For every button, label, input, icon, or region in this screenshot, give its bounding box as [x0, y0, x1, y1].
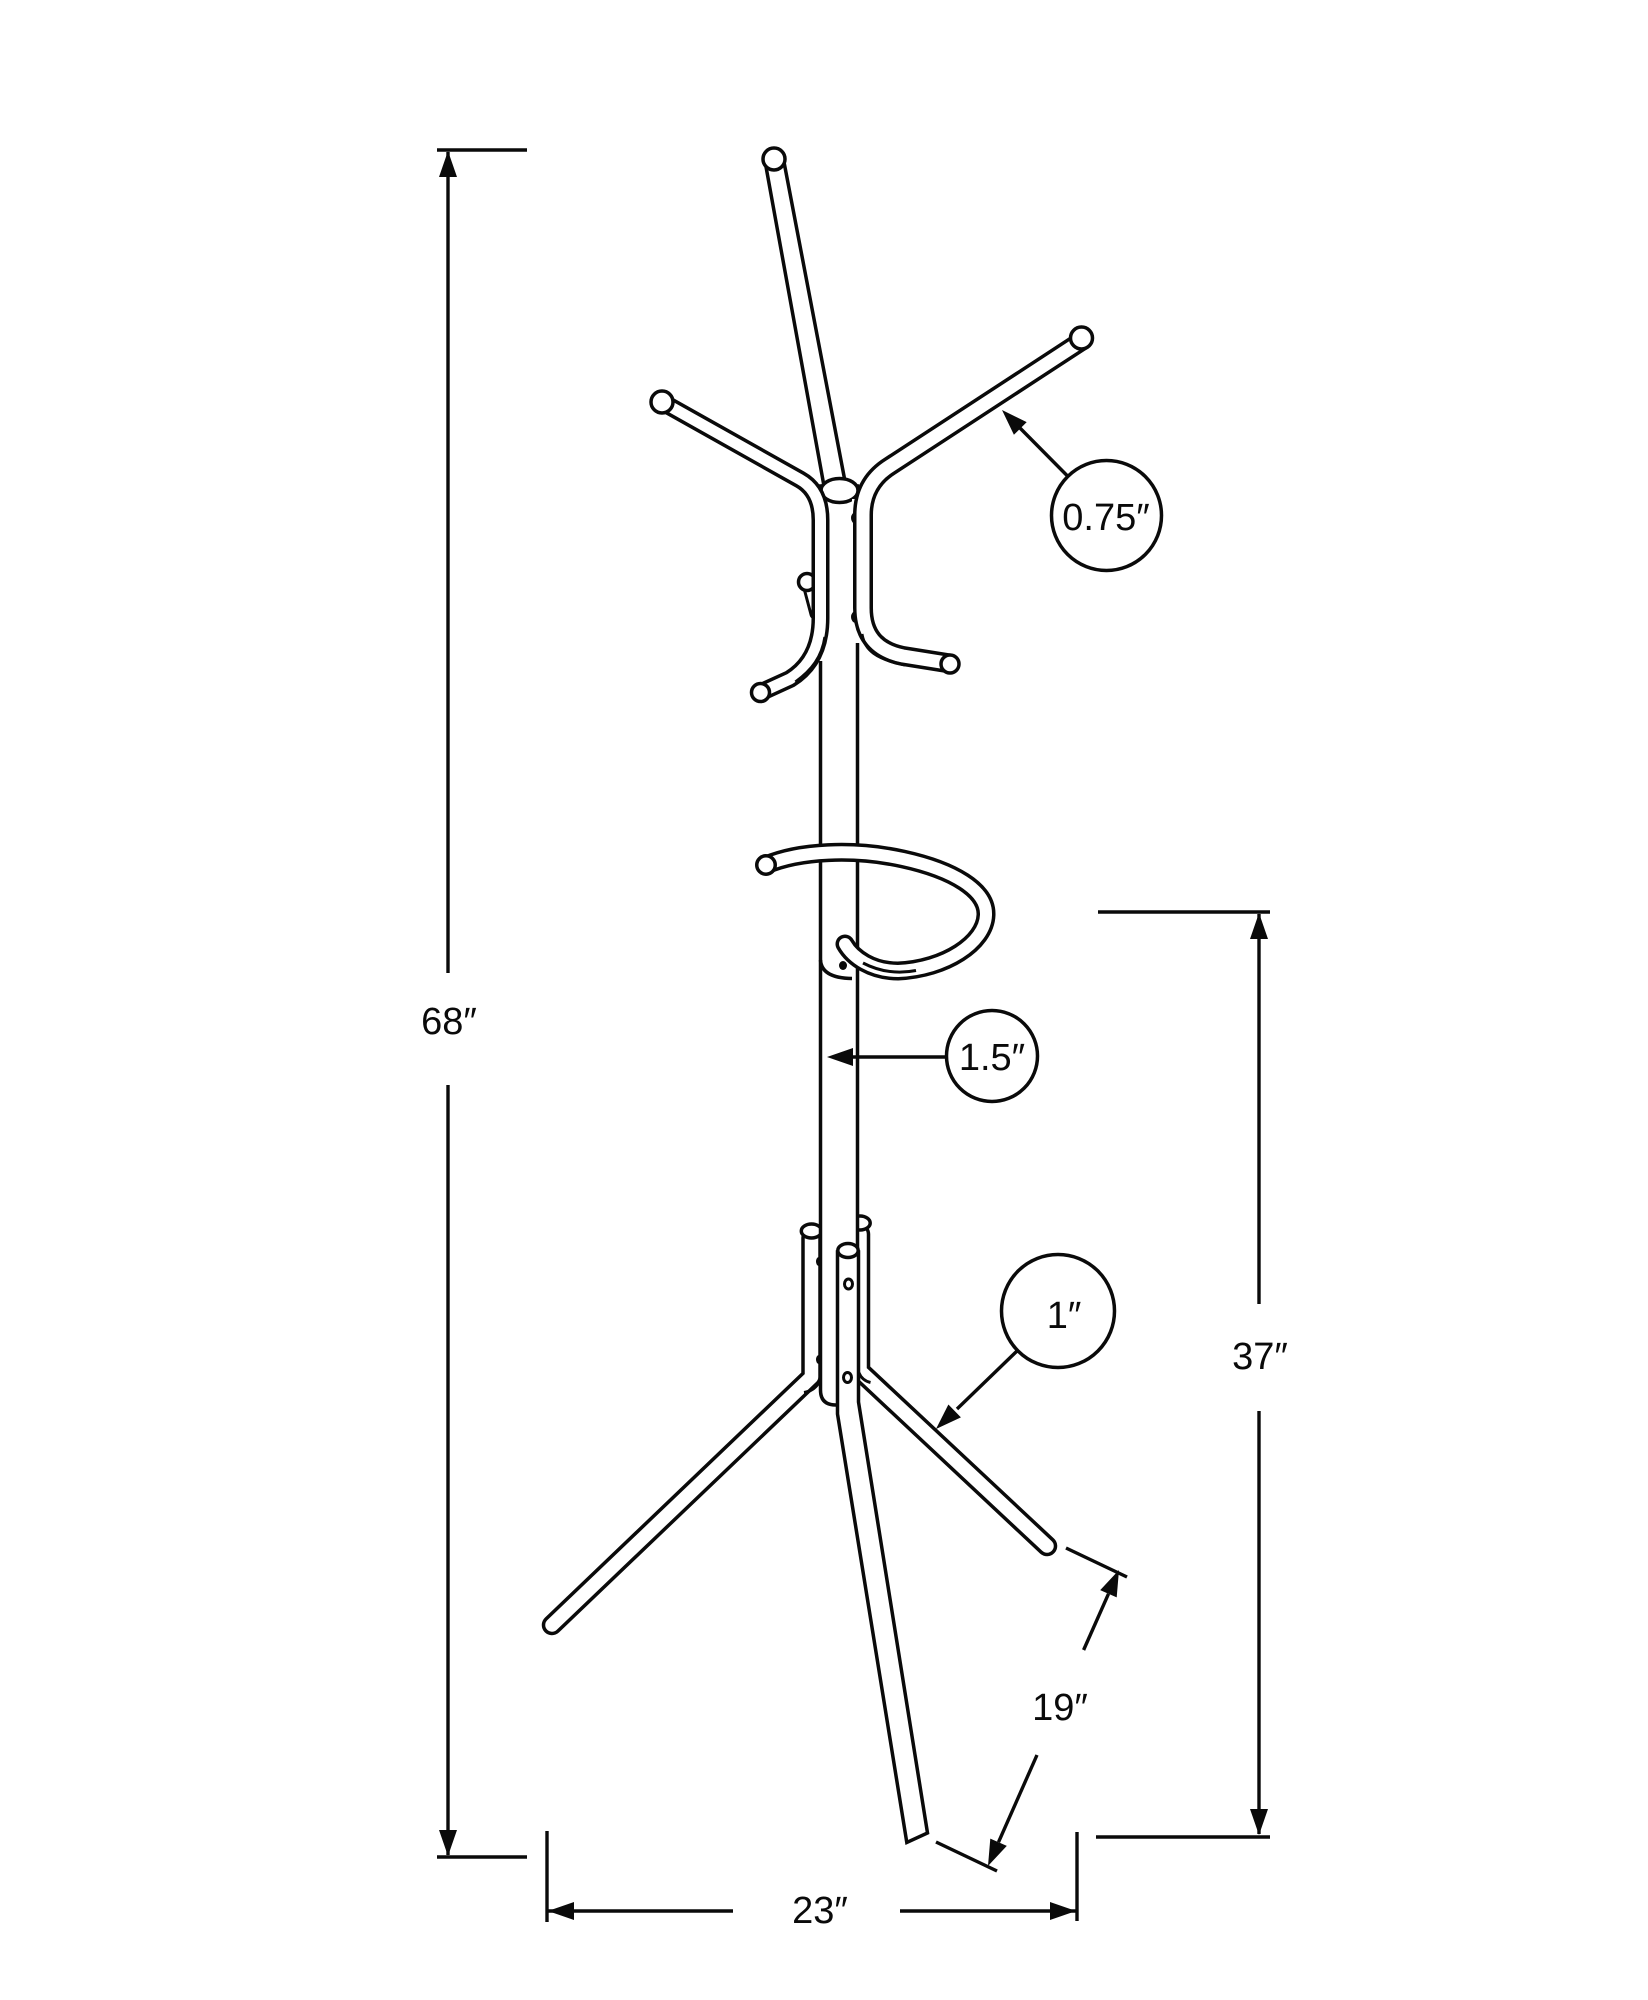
svg-text:37″: 37″: [1232, 1336, 1288, 1378]
svg-text:23″: 23″: [792, 1890, 848, 1932]
svg-text:0.75″: 0.75″: [1062, 497, 1149, 539]
svg-text:68″: 68″: [421, 1001, 477, 1043]
svg-text:19″: 19″: [1032, 1687, 1088, 1729]
svg-text:1″: 1″: [1047, 1295, 1082, 1337]
svg-text:1.5″: 1.5″: [959, 1037, 1025, 1079]
